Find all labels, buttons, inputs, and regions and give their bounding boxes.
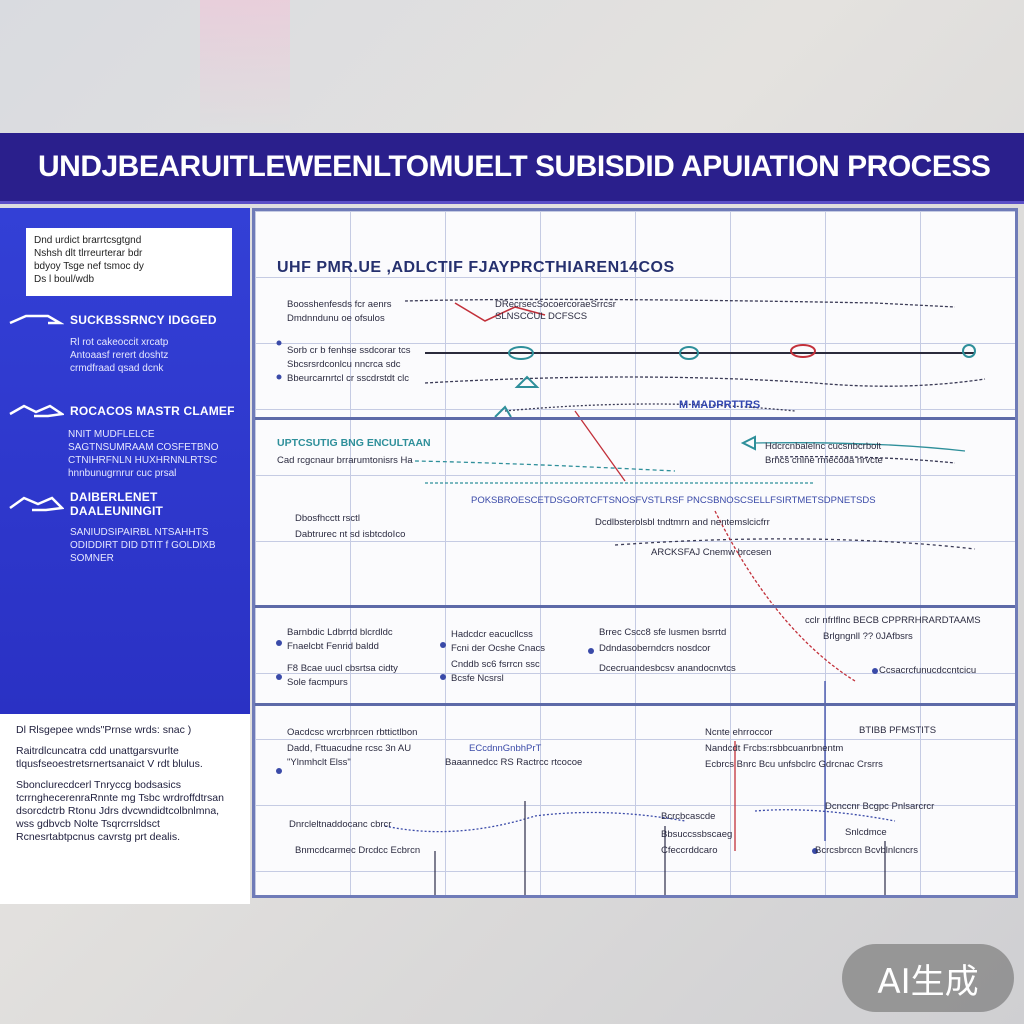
row3-label: Sole facmpurs [287,677,348,688]
row4-bottom-label: Bbsuccssbscaeg [661,829,733,840]
row3-label: Ddndasoberndcrs nosdcor [599,643,711,654]
row2-teal-line: Cad rcgcnaur brrarumtonisrs Ha [277,455,413,466]
row3-label: Bcsfe Ncsrsl [451,673,504,684]
sidebar-section-line: SANIUDSIPAIRBL NTSAHHTS [70,527,209,538]
sidebar-section-line: ODIDDIRT DID DTIT f GOLDIXB [70,540,216,551]
card-line: Nshsh dlt tlrreurterar bdr [34,248,143,259]
row2-right-label: Hdcrcnbalelnc cucsnbcrbolt [765,441,882,452]
sidebar-section-line: crmdfraad qsad dcnk [70,363,164,374]
sidebar-section-title: DAIBERLENET DAALEUNINGIT [70,490,164,518]
row1-label: Sorb cr b fenhse ssdcorar tcs [287,345,411,356]
process-diagram-board: UHF PMR.UE ,ADLCTIF FJAYPRCTHIAREN14COS … [252,208,1018,898]
sidebar-info-card: Dnd urdict brarrtcsgtgnd Nshsh dlt tlrre… [26,228,232,296]
sidebar-section-3: DAIBERLENET DAALEUNINGIT SANIUDSIPAIRBL … [8,490,244,565]
row1-annotation: M MADPRTTRS [679,399,761,411]
row4-bottom-label: Dnrcleltnaddocanc cbrcr [289,819,392,830]
row4-label: Baaannedcc RS Ractrcc rtcocoe [445,757,583,768]
card-line: Dnd urdict brarrtcsgtgnd [34,235,142,246]
row3-label: Brlgngnll ?? 0JAfbsrs [823,631,913,642]
band-divider [255,417,1015,420]
sidebar-section-2: ROCACOS MASTR CLAMEF NNIT MUDFLELCE SAGT… [8,402,244,480]
row4-bottom-label: Snlcdmce [845,827,887,838]
row4-label: Nandcdt Frcbs:rsbbcuanrbnentm [705,743,844,754]
row3-label: Barnbdic Ldbrrtd blcrdldc [287,627,393,638]
title-banner: UNDJBEARUITLEWEENLTOMUELT SUBISDID APUIA… [0,133,1024,201]
sidebar-section-1: SUCKBSSRNCY IDGGED Rl rot cakeoccit xrca… [8,312,244,375]
sidebar-section-title: SUCKBSSRNCY IDGGED [70,313,217,327]
page-title: UNDJBEARUITLEWEENLTOMUELT SUBISDID APUIA… [38,150,991,183]
row4-label: Dadd, Fttuacudne rcsc 3n AU [287,743,412,754]
sidebar-section-line: SAGTNSUMRAAM COSFETBNO [68,442,219,453]
connector-lines [276,298,986,895]
row3-label: Fcni der Ocshe Cnacs [451,643,545,654]
wave-arrow-icon [9,404,64,418]
arrow-icon [9,314,64,325]
ai-generated-badge: AI生成 [842,944,1014,1012]
row3-label: cclr nfrlflnc BECB CPPRRHRARDTAAMS [805,615,981,626]
row1-label: Dmdnndunu oe ofsulos [287,313,385,324]
row4-label: "Ylnmhclt Elss" [287,757,351,768]
sidebar-section-line: NNIT MUDFLELCE [68,429,155,440]
band-divider [255,605,1015,608]
sidebar-section-title: ROCACOS MASTR CLAMEF [70,404,235,418]
notes-paragraph: Raitrdlcuncatra cdd unattgarsvurlte tlqu… [16,745,203,770]
row3-label: Dcecruandesbcsv anandocnvtcs [599,663,736,674]
diagram-title: UHF PMR.UE ,ADLCTIF FJAYPRCTHIAREN14COS [277,259,675,276]
band-divider [255,703,1015,706]
row2-label: Dbosfhcctt rsctl [295,513,360,524]
row3-label: Brrec Cscc8 sfe lusmen bsrrtd [599,627,727,638]
sidebar-section-line: Antoaasf rerert doshtz [70,350,169,361]
row4-bottom-label: Dcnccnr Bcgpc Pnlsarcrcr [825,801,935,812]
wave-arrow-icon [9,496,64,512]
row2-center-line: Dcdlbsterolsbl tndtmrn and nentemslcicfr… [595,517,770,528]
row3-label: Ccsacrcfunucdccntcicu [879,665,977,676]
row1-label: Boosshenfesds fcr aenrs [287,299,392,310]
card-line: Ds l boul/wdb [34,274,95,285]
row1-mid-label: DRecrsecSocoercoraeSrrcsr [495,299,616,310]
row4-bottom-label: Bnmcdcarmec Drcdcc Ecbrcn [295,845,421,856]
row2-label: Dabtrurec nt sd isbtcdoIco [295,529,406,540]
sidebar-section-line: CTNIHRFNLN HUXHRNNLRTSC [68,455,218,466]
notes-paragraph: Dl Rlsgepee wnds"Prnse wrds: snac ) [16,724,192,736]
sidebar: Dnd urdict brarrtcsgtgnd Nshsh dlt tlrre… [0,208,250,714]
row3-label: Hadcdcr eacucllcss [451,629,533,640]
row4-label: Oacdcsc wrcrbnrcen rbttictlbon [287,727,418,738]
row4-label: Ncnte ehrroccor [705,727,773,738]
sidebar-section-line: SOMNER [70,553,114,564]
row1-label: Bbeurcarnrtcl cr sscdrstdt clc [287,373,409,384]
sidebar-section-line: hnnbunugrnrur cuc prsal [68,468,177,479]
row4-bottom-label: Cfeccrddcaro [661,845,718,856]
row2-teal-heading: UPTCSUTIG BNG ENCULTAAN [277,437,431,449]
row4-label: ECcdnnGnbhPrT [469,743,542,754]
row4-bottom-label: Bcrcsbrccn Bcvblnlcncrs [815,845,918,856]
background-glow [200,0,290,130]
row3-label: Fnaelcbt Fenrid baldd [287,641,379,652]
sidebar-section-line: Rl rot cakeoccit xrcatp [70,337,169,348]
card-line: bdyoy Tsge nef tsmoc dy [34,261,144,272]
row2-right-label: Brncs cnlne rmecoda nrvcte [765,455,883,466]
notes-paragraph: Sbonclurecdcerl Tnryccg bodsasics tcrrng… [16,779,224,843]
row2-center-line: ARCKSFAJ Cnemw brcesen [651,547,772,558]
row2-center-heading: POKSBROESCETDSGORTCFTSNOSFVSTLRSF PNCSBN… [471,495,876,506]
row3-label: Cnddb sc6 fsrrcn ssc [451,659,540,670]
row1-label: Sbcsrsrdconlcu nncrca sdc [287,359,401,370]
row3-label: F8 Bcae uucl cbsrtsa cidty [287,663,398,674]
row4-bottom-label: Bcrcbcascde [661,811,716,822]
row4-label: BTIBB PFMSTITS [859,725,937,736]
notes-panel: Dl Rlsgepee wnds"Prnse wrds: snac ) Rait… [0,714,250,904]
row1-mid-label: SLNSCCUL DCFSCS [495,311,588,322]
row4-label: Ecbrcs Bnrc Bcu unfsbclrc Gdrcnac Crsrrs [705,759,883,770]
